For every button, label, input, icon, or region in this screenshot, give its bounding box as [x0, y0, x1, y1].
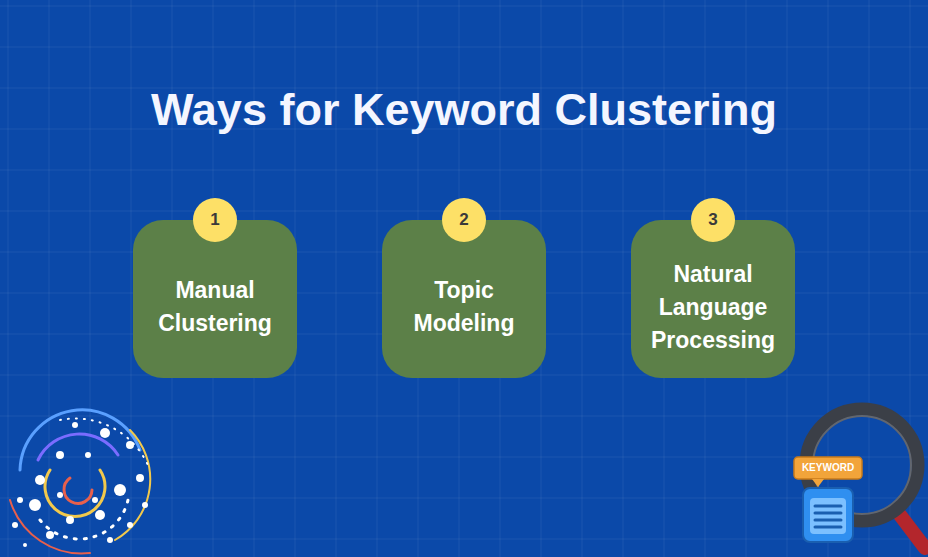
callout-number: 3: [691, 198, 735, 242]
magnifier-icon: [794, 409, 925, 548]
method-name: Natural Language Processing: [641, 258, 785, 357]
method-name: Topic Modeling: [392, 274, 536, 340]
method-box: 2Topic Modeling: [382, 220, 546, 378]
method-box: 1Manual Clustering: [133, 220, 297, 378]
tag-label: KEYWORD: [794, 458, 862, 478]
callout-number: 1: [193, 198, 237, 242]
galaxy-swirl: [10, 410, 150, 554]
diagram-title: Ways for Keyword Clustering: [0, 84, 928, 136]
method-box: 3Natural Language Processing: [631, 220, 795, 378]
callout-number: 2: [442, 198, 486, 242]
method-name: Manual Clustering: [143, 274, 287, 340]
